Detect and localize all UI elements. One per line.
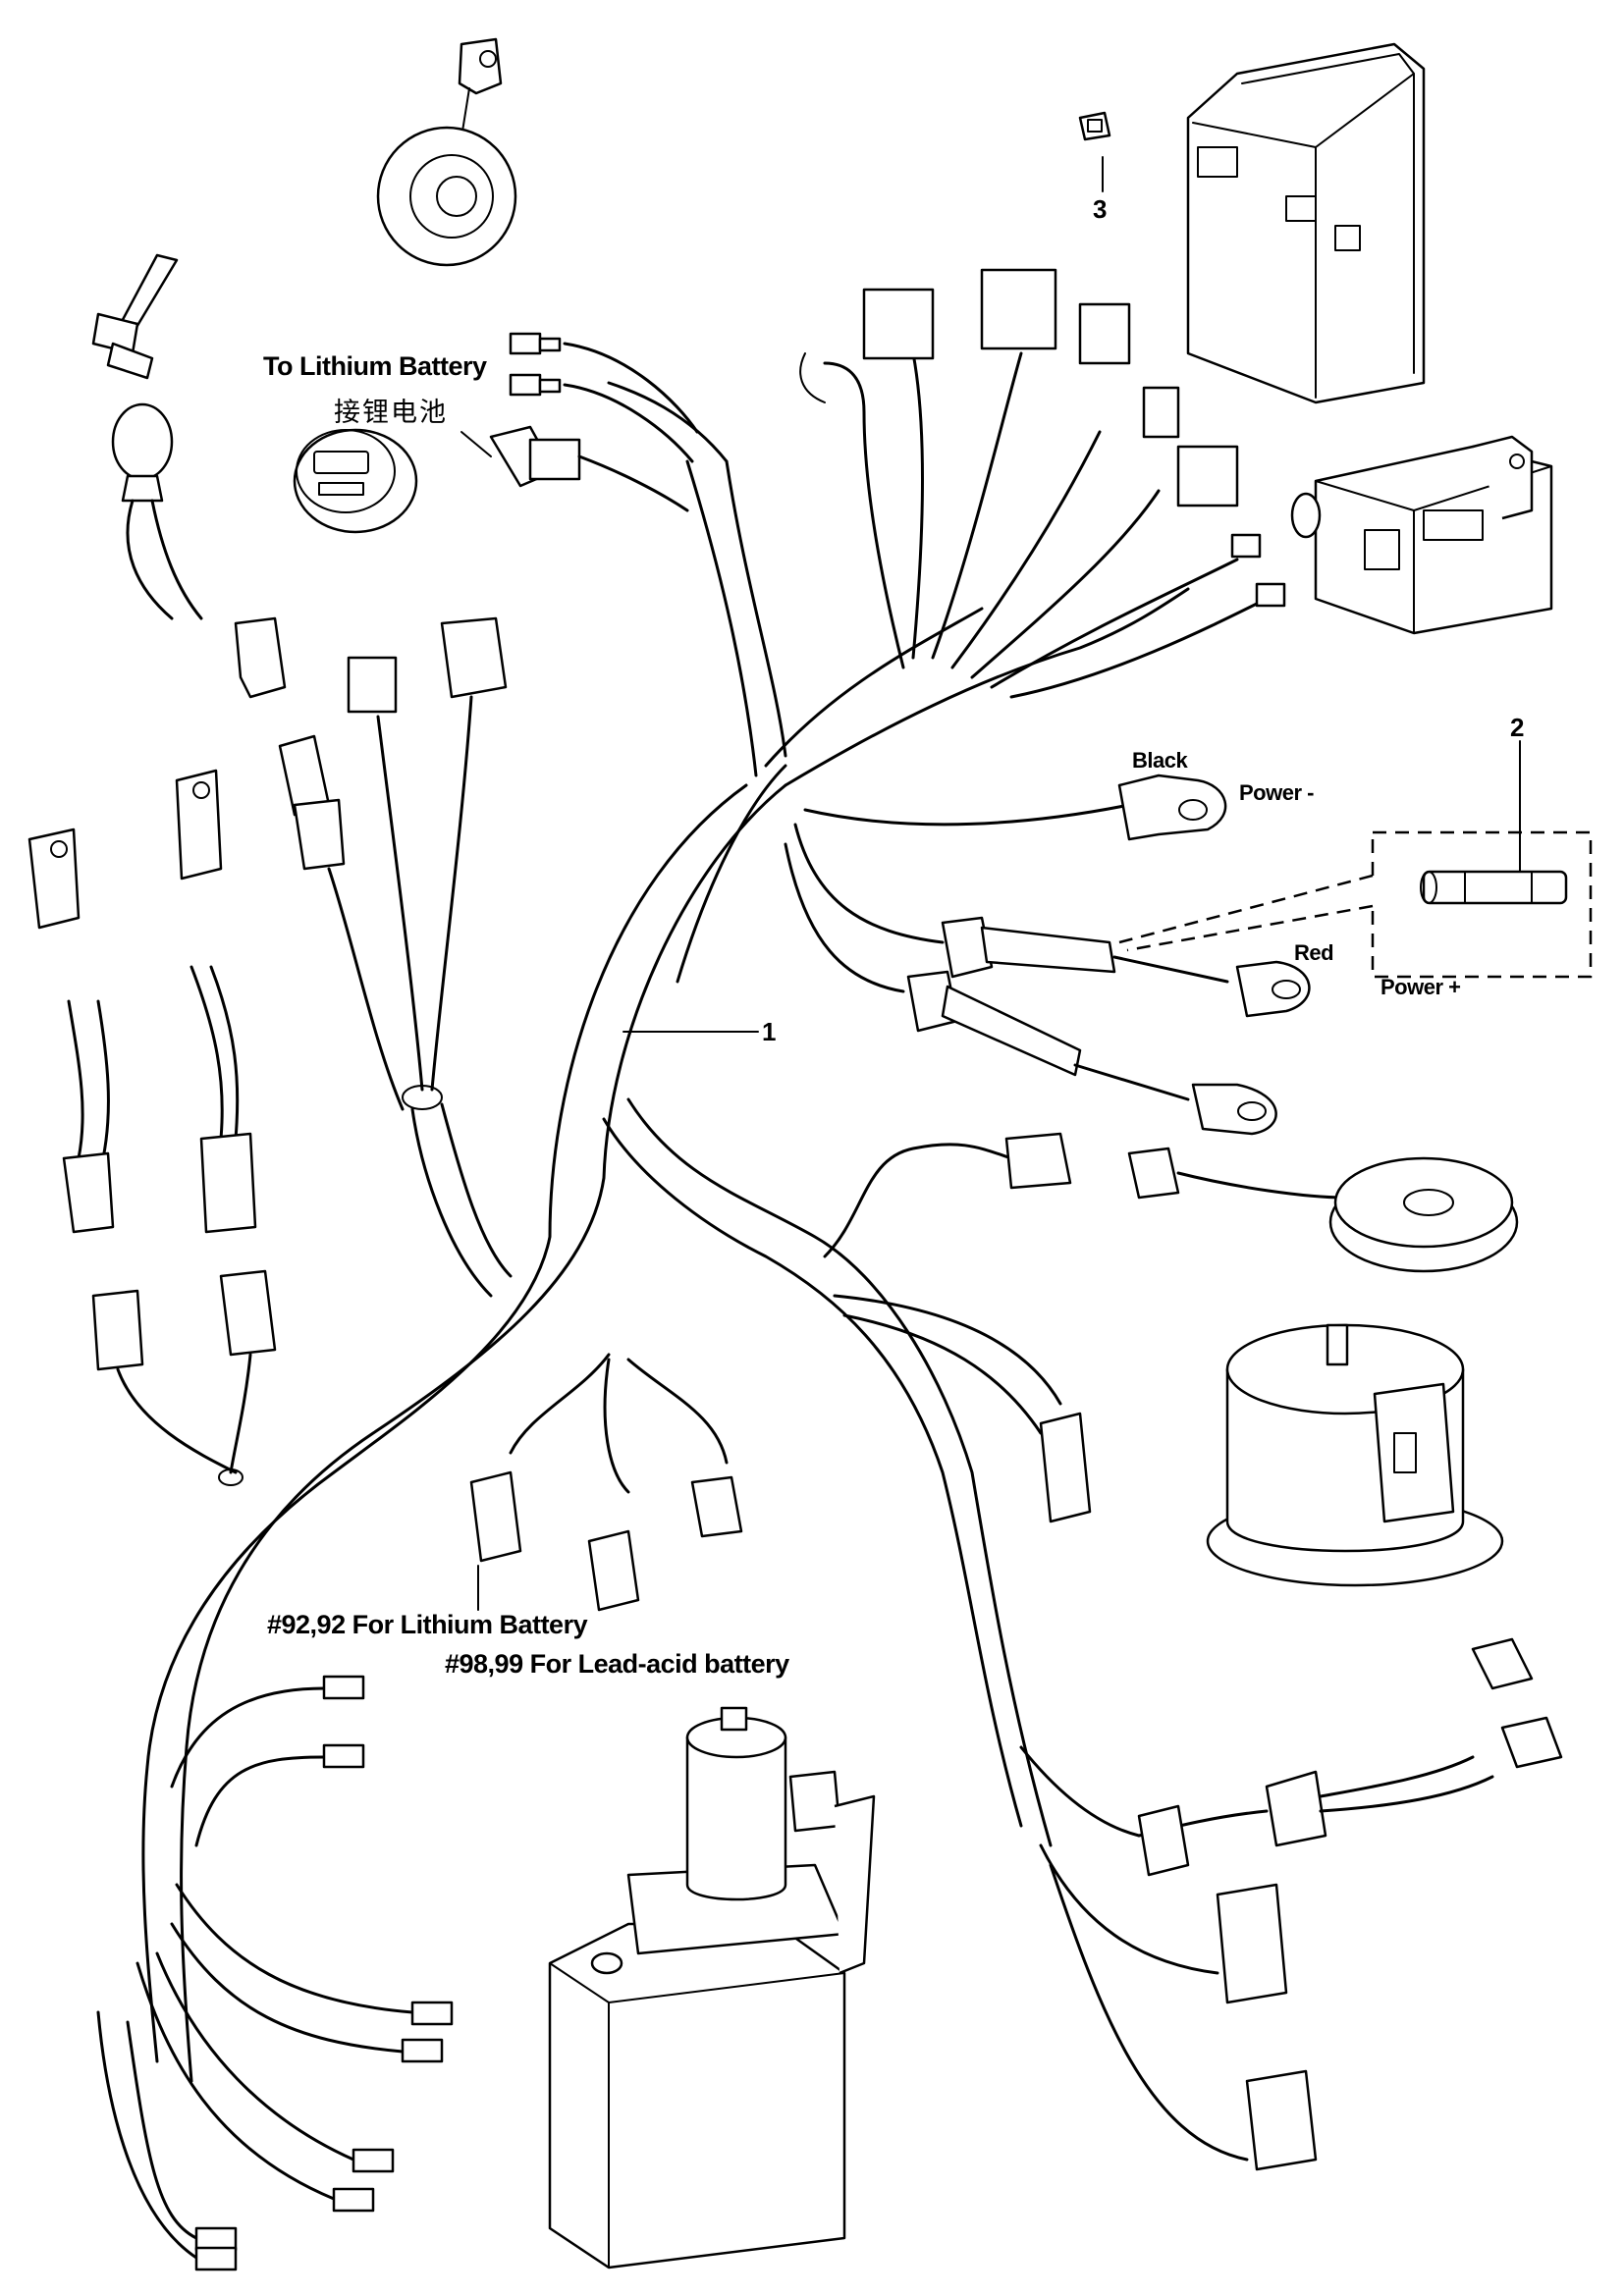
- battery-type-plugs: [469, 1353, 743, 1612]
- label-black: Black: [1132, 748, 1188, 773]
- fuse-holder-assembly: [784, 823, 1311, 1136]
- label-power-plus: Power +: [1380, 975, 1461, 999]
- label-red: Red: [1294, 940, 1334, 965]
- fuse-detail: [1118, 740, 1593, 979]
- hydraulic-pump-unit: [548, 1706, 876, 2269]
- contactor: [1290, 435, 1553, 635]
- micro-switch: [1019, 1637, 1563, 1877]
- label-lead-acid-note: #98,99 For Lead-acid battery: [445, 1649, 789, 1679]
- label-power-minus: Power -: [1239, 780, 1314, 805]
- callout-3: 3: [1093, 194, 1107, 224]
- lower-right-connectors: [1039, 1843, 1318, 2171]
- key-switch: [91, 253, 287, 699]
- label-lithium-note: #92,92 For Lithium Battery: [267, 1610, 588, 1639]
- controller-connectors: [799, 268, 1286, 699]
- small-clip: [1078, 111, 1111, 192]
- callout-2: 2: [1510, 713, 1524, 742]
- callout-1: 1: [762, 1017, 776, 1046]
- battery-indicator: [293, 428, 418, 534]
- electromagnetic-brake: [823, 1132, 1519, 1273]
- label-to-lithium-battery: To Lithium Battery: [263, 351, 487, 381]
- left-components: [27, 616, 513, 1486]
- controller: [1186, 42, 1426, 404]
- lithium-battery-connector: [460, 332, 699, 512]
- main-harness: [141, 381, 1190, 2083]
- ring-terminal-black: [803, 774, 1227, 841]
- horn: [376, 37, 517, 267]
- lower-left-terminals: [96, 1675, 454, 2271]
- drive-motor: [833, 1294, 1504, 1587]
- label-to-lithium-battery-cn: 接锂电池: [334, 398, 448, 428]
